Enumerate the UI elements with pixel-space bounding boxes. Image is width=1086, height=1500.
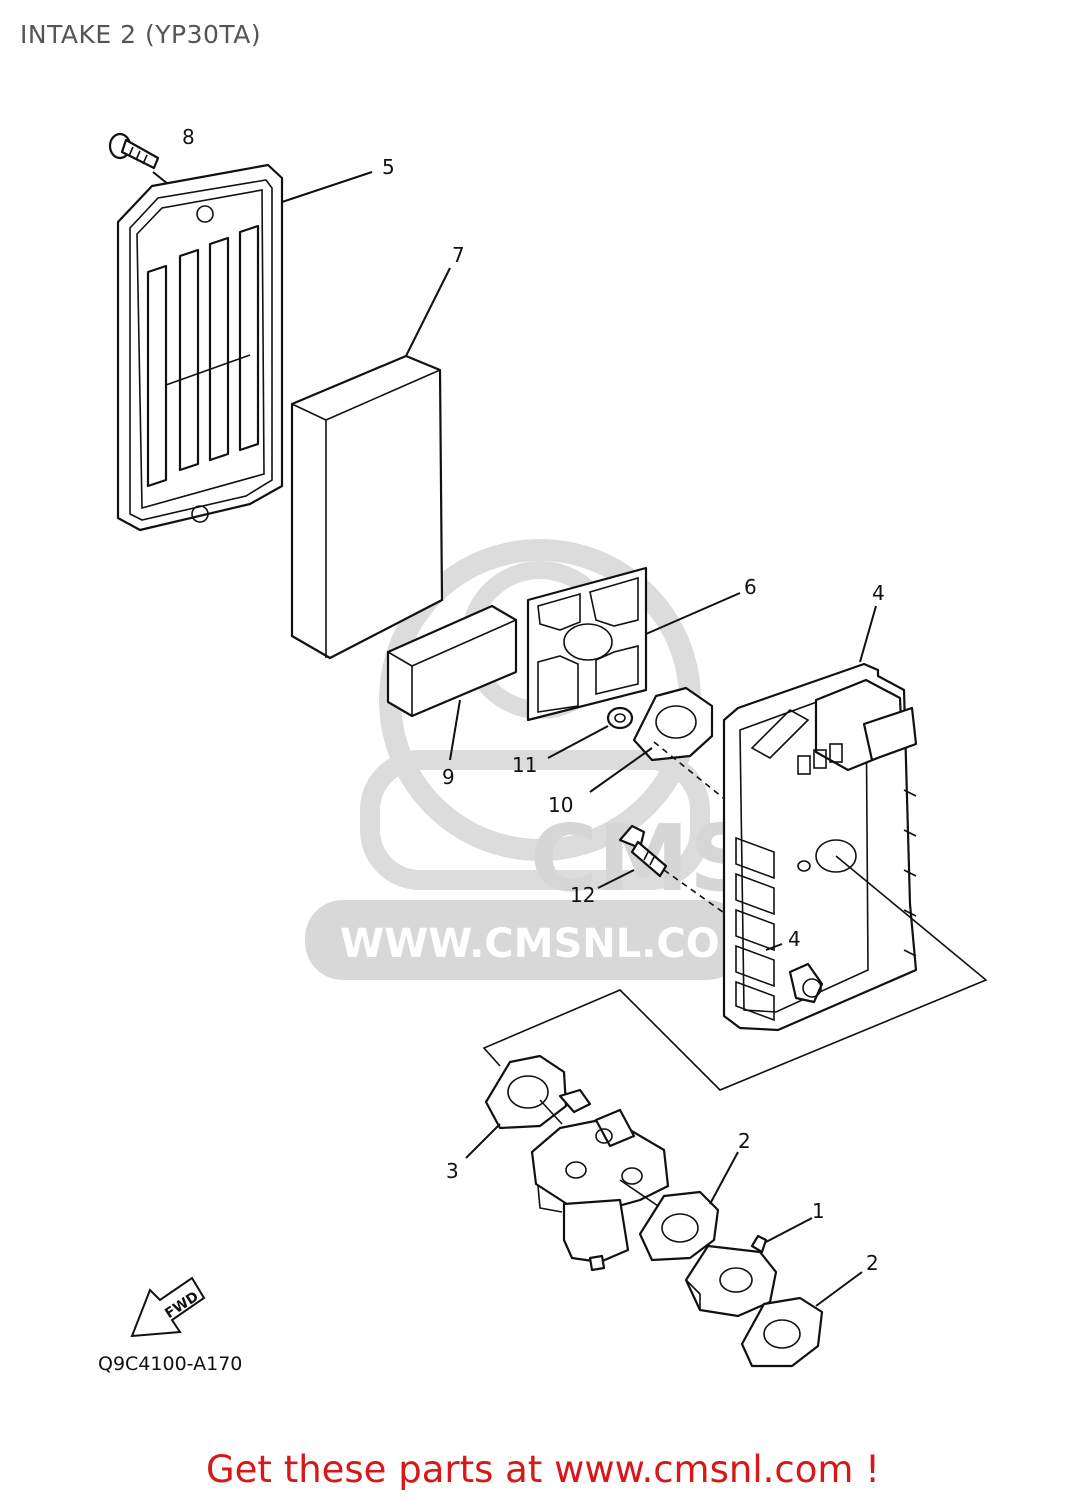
callout-9: 9 [442, 765, 455, 789]
callout-12: 12 [570, 883, 595, 907]
part-5-air-cleaner-cover [116, 163, 373, 532]
part-2-gasket-upper [638, 1151, 739, 1262]
part-11-nut [547, 706, 634, 759]
callout-8: 8 [182, 125, 195, 149]
footer-promo-text: Get these parts at www.cmsnl.com ! [205, 1448, 880, 1491]
callout-3: 3 [446, 1159, 459, 1183]
callout-7: 7 [452, 243, 465, 267]
callout-2-upper: 2 [738, 1129, 751, 1153]
part-4-air-cleaner-case [482, 605, 988, 1091]
part-1-carburetor-joint [684, 1217, 813, 1318]
part-3-gasket [465, 1054, 568, 1159]
callout-2-lower: 2 [866, 1251, 879, 1275]
drawing-code: Q9C4100-A170 [98, 1353, 242, 1375]
callout-5: 5 [382, 155, 395, 179]
callout-11: 11 [512, 753, 537, 777]
watermark-url: WWW.CMSNL.COM [340, 921, 760, 967]
callout-1: 1 [812, 1199, 825, 1223]
carburetor-assembly [530, 1088, 670, 1272]
part-8-screw [108, 132, 169, 185]
part-7-air-filter-element [290, 267, 451, 660]
callout-6: 6 [744, 575, 757, 599]
part-2-gasket-lower [740, 1271, 863, 1368]
fwd-arrow-icon: FWD [130, 1276, 206, 1338]
part-9-foam-element [386, 604, 518, 761]
part-6-filter-gasket [526, 566, 741, 722]
callout-4-top: 4 [872, 581, 885, 605]
callout-4-side: 4 [788, 927, 801, 951]
page-title: INTAKE 2 (YP30TA) [20, 20, 262, 49]
callout-10: 10 [548, 793, 573, 817]
